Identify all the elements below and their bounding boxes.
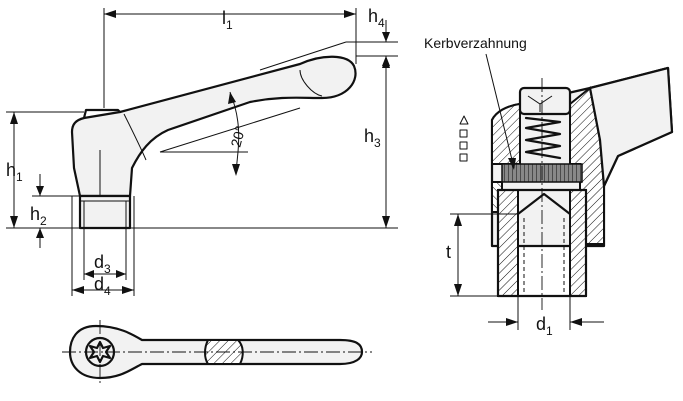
dim-h1 — [6, 111, 84, 229]
label-h1: h1 — [6, 160, 23, 184]
section-view — [459, 66, 674, 310]
side-view — [70, 55, 357, 230]
dim-l1 — [103, 8, 357, 108]
dim-angle — [159, 91, 301, 176]
lever-outline — [70, 55, 357, 198]
label-knurl-note: Kerbverzahnung — [424, 35, 527, 51]
label-d4: d4 — [94, 274, 111, 298]
top-view — [62, 320, 372, 384]
label-angle: 20° — [227, 124, 248, 149]
label-l1: l1 — [222, 8, 233, 32]
label-t: t — [446, 242, 451, 262]
dim-t — [450, 213, 518, 297]
torx-socket-icon — [88, 340, 112, 364]
dim-d4 — [71, 196, 135, 296]
spring — [524, 116, 562, 160]
dim-d3 — [83, 228, 127, 280]
label-d1: d1 — [536, 314, 553, 338]
label-h4: h4 — [368, 6, 385, 30]
label-d3: d3 — [94, 252, 111, 276]
label-h3: h3 — [364, 126, 381, 150]
label-h2: h2 — [30, 204, 47, 228]
dim-d1 — [488, 296, 604, 330]
dim-h3 — [130, 56, 398, 229]
